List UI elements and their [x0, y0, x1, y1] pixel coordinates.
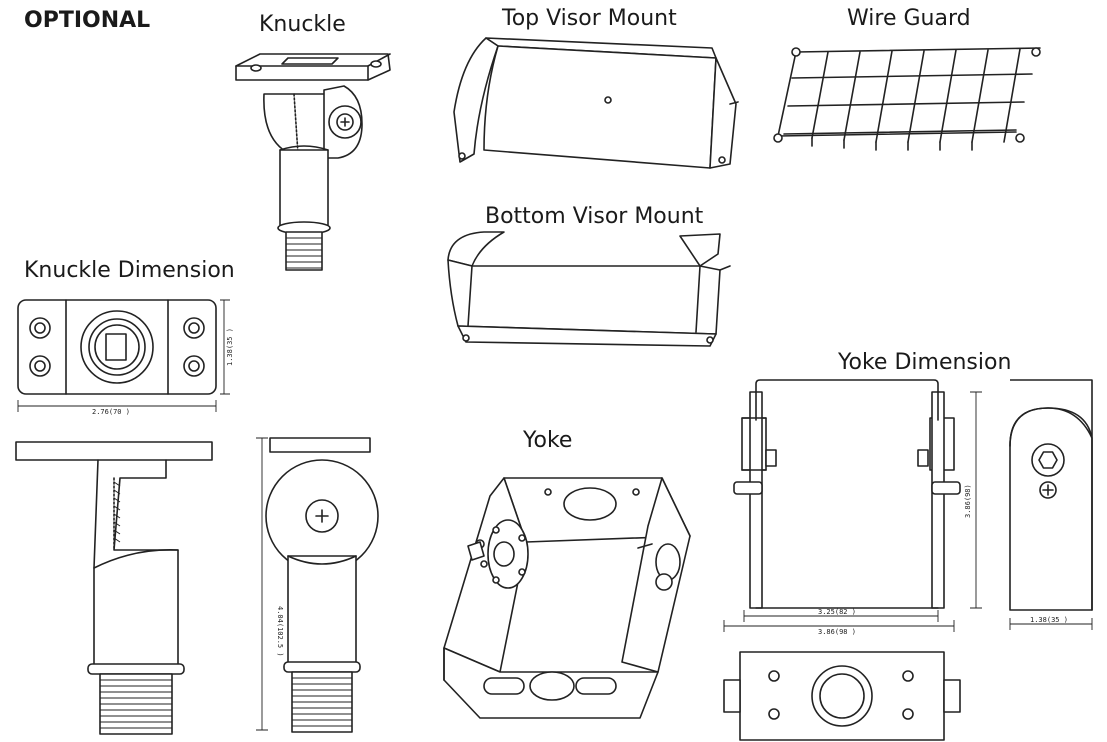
yoke-depth-dimension: 1.38(35 ) [1030, 616, 1068, 624]
knuckle-side-view [14, 438, 219, 738]
knuckle-dimension-title: Knuckle Dimension [24, 258, 235, 283]
yoke-title: Yoke [523, 428, 573, 453]
yoke-illustration [440, 456, 692, 728]
wire-guard-illustration [770, 44, 1041, 156]
wire-guard-title: Wire Guard [847, 6, 971, 31]
optional-heading: OPTIONAL [24, 8, 151, 33]
bottom-visor-mount-illustration [440, 226, 740, 356]
knuckle-length-dimension: 4.04(102.5 ) [276, 606, 284, 657]
yoke-dimension-side-view: 1.38(35 ) [1006, 378, 1098, 630]
knuckle-width-dimension: 2.76(70 ) [92, 408, 130, 416]
yoke-dimension-title: Yoke Dimension [838, 350, 1012, 375]
bottom-visor-mount-title: Bottom Visor Mount [485, 204, 704, 229]
yoke-inner-width-dimension: 3.25(82 ) [818, 608, 856, 616]
top-visor-mount-illustration [440, 34, 750, 179]
yoke-dimension-bottom-view [722, 650, 962, 742]
yoke-outer-width-dimension: 3.86(98 ) [818, 628, 856, 636]
knuckle-height-dimension: 1.38(35 ) [226, 328, 234, 366]
yoke-height-dimension: 3.86(98) [964, 484, 972, 518]
knuckle-title: Knuckle [259, 12, 346, 37]
top-visor-mount-title: Top Visor Mount [502, 6, 677, 31]
knuckle-dimension-top-view: 2.76(70 ) 1.38(35 ) [14, 296, 244, 422]
knuckle-illustration [228, 50, 398, 280]
knuckle-front-view: 4.04(102.5 ) [252, 436, 382, 736]
yoke-dimension-front-view: 3.25(82 ) 3.86(98 ) 3.86(98) [720, 378, 982, 640]
